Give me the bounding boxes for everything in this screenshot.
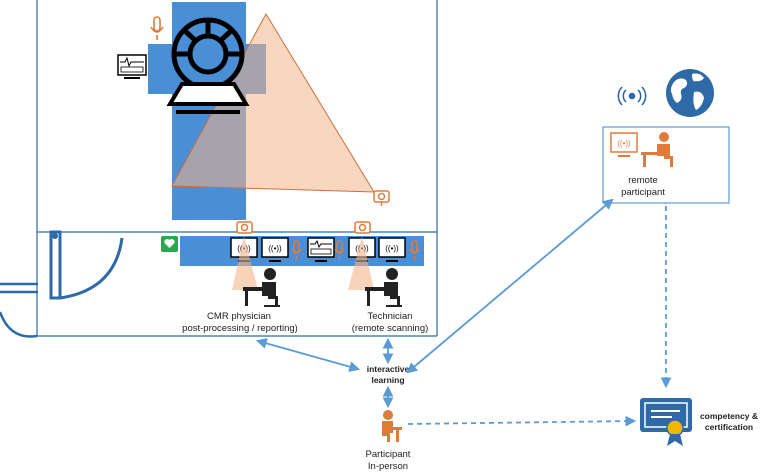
camera-icon — [354, 221, 371, 234]
microphone-icon — [291, 240, 302, 260]
svg-text:((•)): ((•)) — [268, 244, 282, 253]
mri-scanner-icon — [166, 17, 250, 114]
door-icon — [0, 230, 124, 338]
microphone-icon — [334, 240, 345, 260]
cmr-physician-role-label: post-processing / reporting) — [182, 323, 298, 334]
participant-label-2: In-person — [368, 461, 408, 472]
person-at-desk-icon — [365, 268, 402, 307]
certification-label: certification — [705, 422, 753, 432]
microphone-icon — [150, 16, 164, 40]
person-at-desk-icon — [243, 268, 280, 307]
person-at-desk-icon: ((•)) — [610, 132, 673, 167]
camera-view-cone — [348, 236, 374, 290]
monitor-icon: ((•)) — [378, 237, 406, 262]
defibrillator-icon — [161, 236, 178, 252]
participant-label: Participant — [366, 449, 411, 460]
person-at-desk-icon — [382, 410, 402, 442]
technician-role-label: (remote scanning) — [352, 323, 429, 334]
monitor-icon — [307, 237, 335, 262]
competency-label: competency & — [700, 411, 758, 421]
broadcast-icon — [617, 86, 647, 106]
svg-text:((•)): ((•)) — [617, 139, 631, 148]
cmr-physician-label: CMR physician — [207, 311, 271, 322]
camera-icon — [373, 190, 390, 206]
camera-view-cone — [232, 236, 258, 290]
interactive-learning-label: interactive — [367, 364, 410, 374]
interactive-learning-label-2: learning — [371, 375, 404, 385]
globe-icon — [666, 69, 714, 117]
monitor-icon: ((•)) — [261, 237, 289, 262]
certificate-icon — [640, 398, 692, 446]
svg-text:((•)): ((•)) — [385, 244, 399, 253]
monitor-icon — [117, 54, 147, 79]
connector-arrows — [255, 198, 672, 427]
remote-participant-label: remote — [628, 175, 658, 186]
technician-label: Technician — [368, 311, 413, 322]
remote-participant-label-2: participant — [621, 187, 665, 198]
camera-icon — [236, 221, 253, 234]
